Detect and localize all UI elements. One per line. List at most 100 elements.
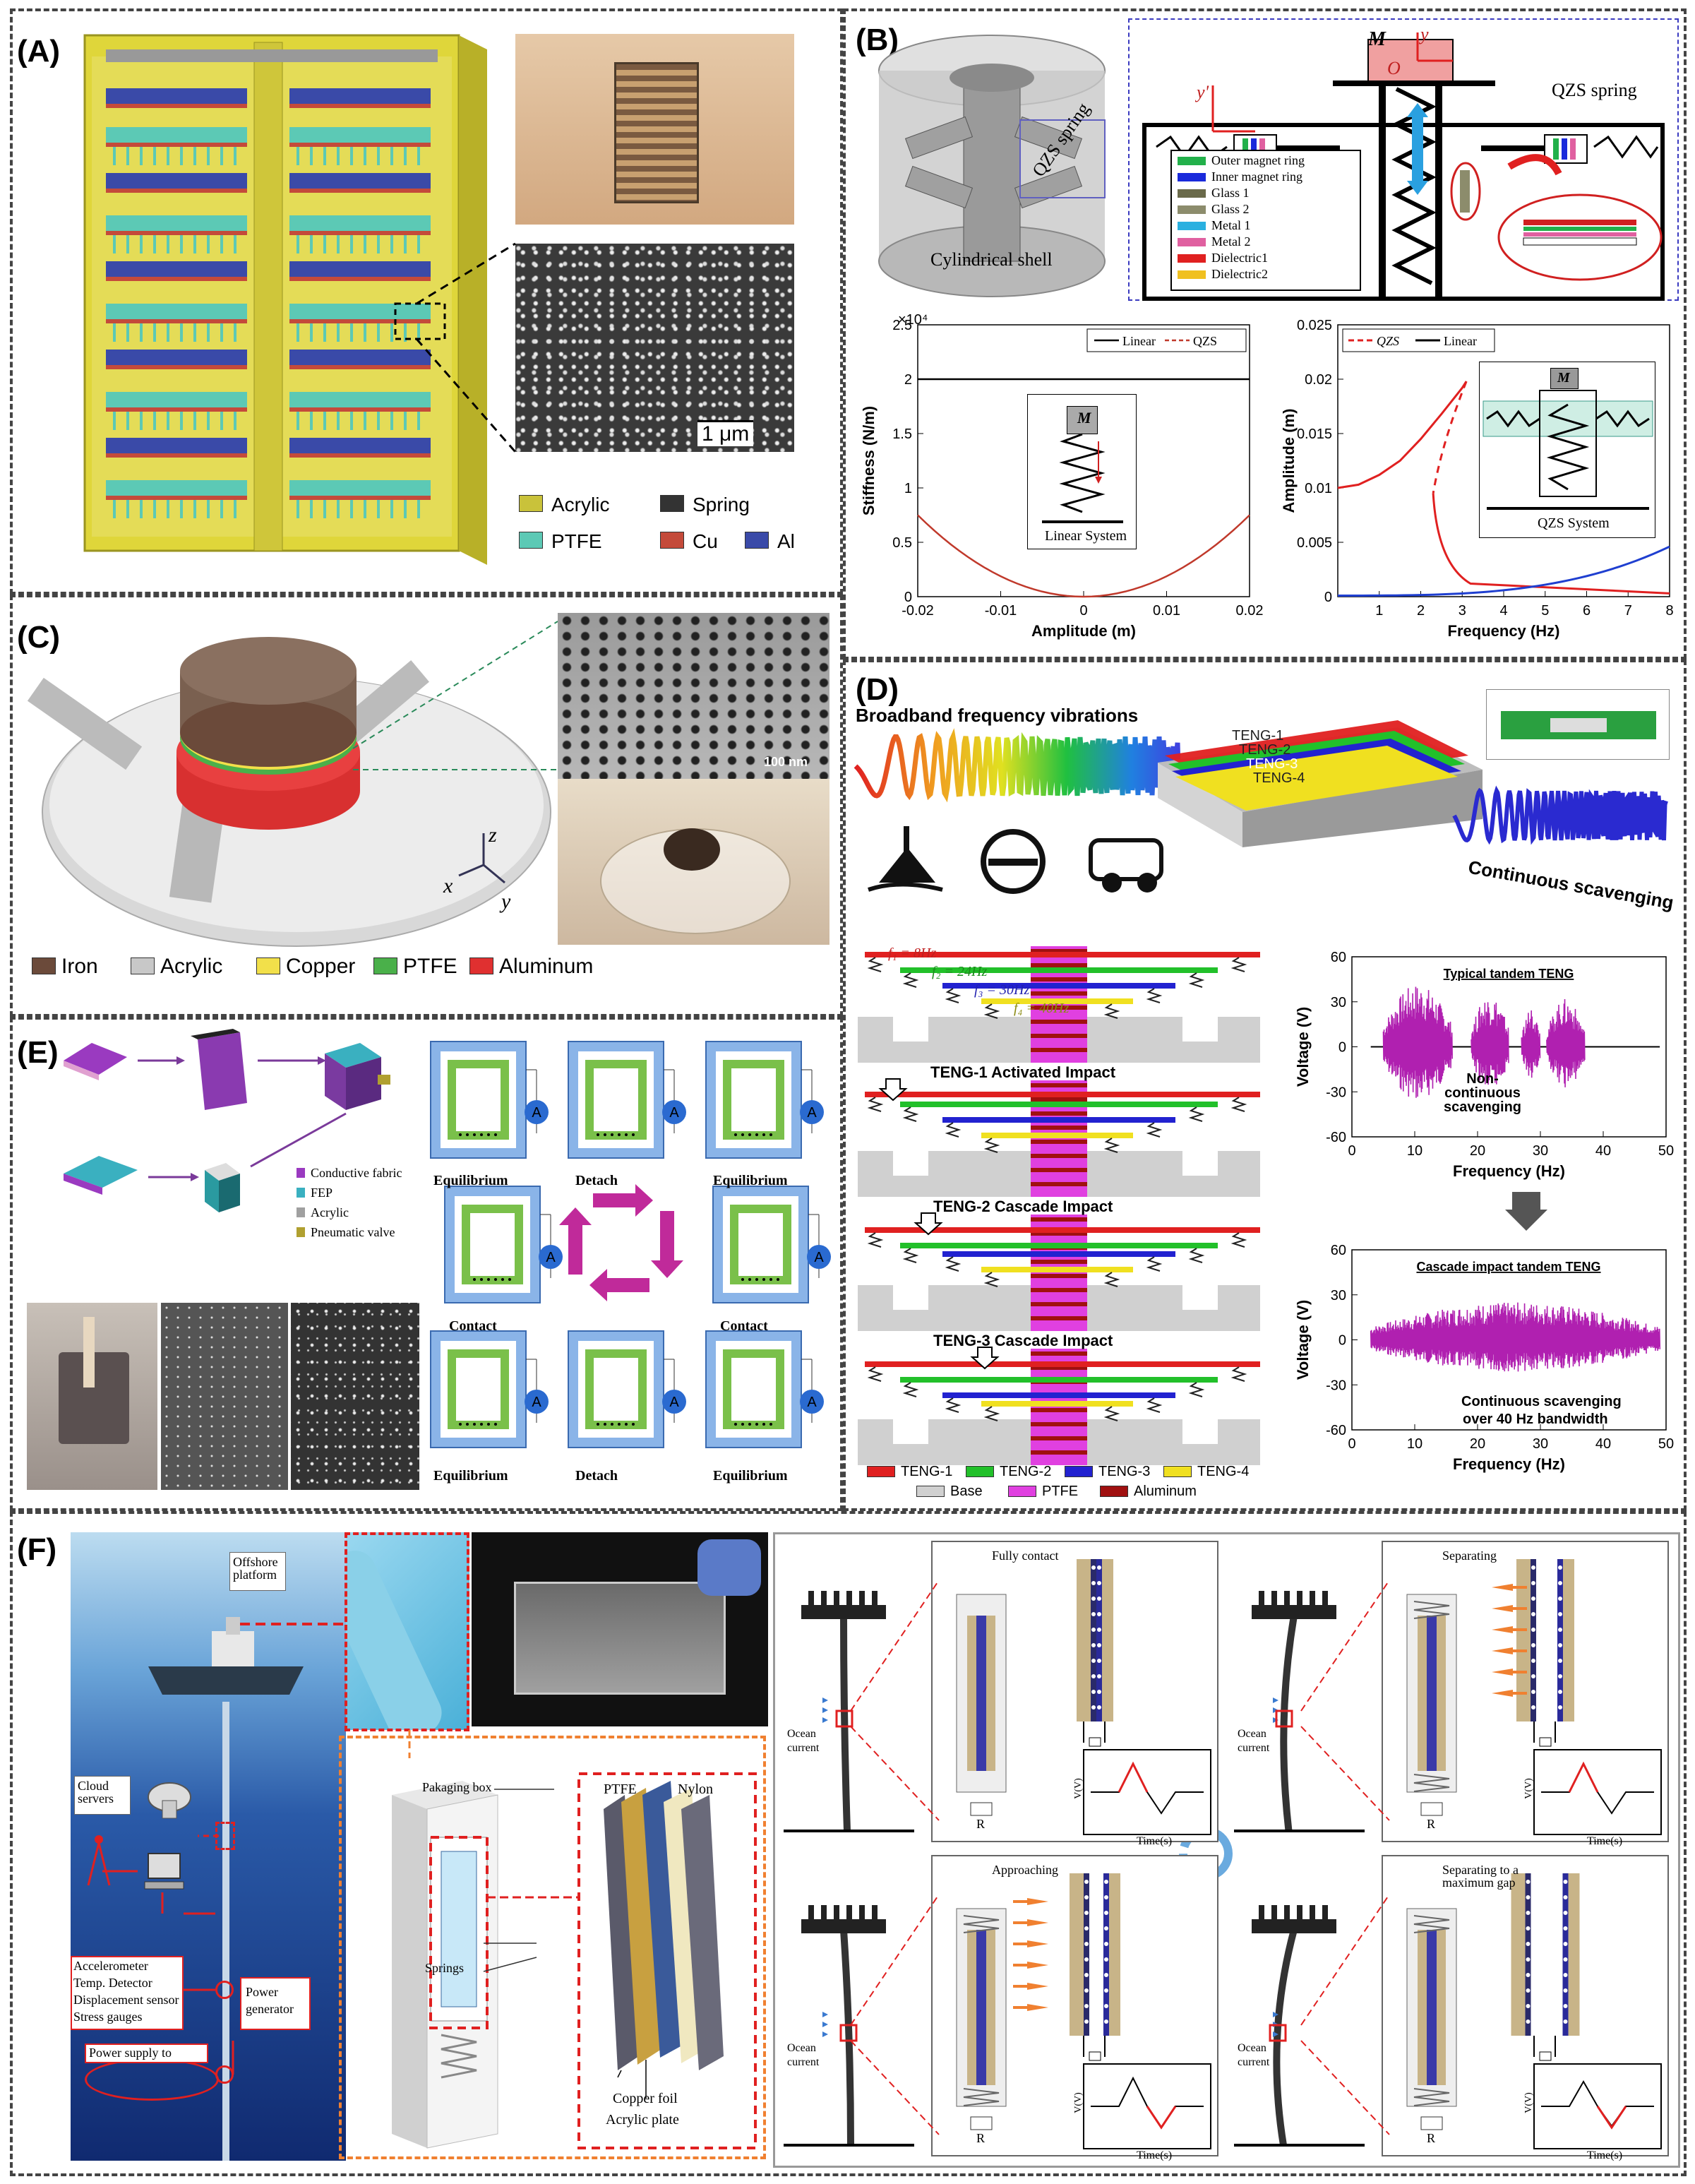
- panel-a-zoom-lines: [394, 242, 517, 453]
- x-tick-label: 0.01: [1153, 603, 1180, 619]
- b-legend-swatch-1: [1178, 173, 1206, 181]
- panel-e-state-4: Contact: [449, 1318, 497, 1334]
- panel-d-stack-device: [1158, 720, 1483, 847]
- x-tick-label: 20: [1470, 1436, 1485, 1452]
- panel-d-frame: [843, 660, 1687, 1511]
- b-legend-swatch-6: [1178, 254, 1206, 263]
- panel-a-label: (A): [17, 34, 61, 68]
- x-tick-label: 3: [1459, 603, 1466, 619]
- ammeter-label: A: [669, 1105, 679, 1121]
- panel-b-cylinder-illustration: [878, 35, 1106, 297]
- impact-arrow-icon: [914, 1212, 943, 1236]
- panel-f-acrylic-label: Acrylic plate: [606, 2112, 679, 2128]
- legend-label-ptfe-c: PTFE: [403, 955, 457, 978]
- x-axis-label: Amplitude (m): [1031, 622, 1136, 640]
- panel-d-banner: Broadband frequency vibrations: [856, 705, 1139, 726]
- panel-e-legend: Conductive fabric FEP Acrylic Pneumatic …: [297, 1165, 431, 1257]
- legend-swatch-iron: [32, 957, 56, 974]
- amp-inset-mass-label: M: [1557, 370, 1570, 386]
- panel-f-sensor-1: Accelerometer: [73, 1959, 148, 1973]
- x-tick-label: 4: [1499, 603, 1507, 619]
- voltage-burst-2: [1521, 1010, 1541, 1078]
- legend-label-cu: Cu: [693, 530, 718, 552]
- b-legend-swatch-4: [1178, 222, 1206, 230]
- ammeter-icon: [800, 1100, 824, 1124]
- x-tick-label: 0: [1348, 1143, 1355, 1159]
- x-tick-label: 7: [1624, 603, 1632, 619]
- inset-spring-icon: [1059, 433, 1106, 513]
- b-legend-swatch-3: [1178, 205, 1206, 214]
- panel-c-sem-image: 100 nm: [558, 613, 829, 779]
- amp-inset-springs-icon: [1483, 390, 1653, 497]
- panel-c-device-illustration: [27, 621, 558, 947]
- pipe-closeup-outline: [345, 1532, 469, 1731]
- legend-label-acrylic-e: Acrylic: [311, 1205, 349, 1219]
- panel-b-shell-label: Cylindrical shell: [930, 249, 1053, 270]
- panel-d-sources-icons: [868, 826, 1163, 894]
- x-axis-label: Frequency (Hz): [1453, 1162, 1565, 1180]
- riser-icon: [1273, 1928, 1298, 2146]
- voltage-burst-3: [1546, 998, 1586, 1087]
- panel-a-sem-image: 1 μm: [515, 244, 794, 452]
- vt-active-segment: [1596, 2106, 1627, 2130]
- panel-f-springs-label: Springs: [425, 1961, 465, 1975]
- legend-label-base: Base: [950, 1484, 983, 1499]
- series-line-qzs-upper: [1337, 381, 1468, 489]
- panel-d-stack-label-1: TENG-1: [1232, 728, 1284, 744]
- panel-f-power-supply: Power supply to: [89, 2046, 172, 2060]
- x-tick-label: 0: [1348, 1436, 1355, 1452]
- vt-active-segment: [1118, 1761, 1149, 1793]
- vt-x-label: Time(s): [1137, 1835, 1173, 1847]
- ammeter-label: A: [807, 1105, 817, 1121]
- ammeter-icon: [525, 1390, 549, 1414]
- b-legend-label-2: Glass 1: [1211, 186, 1250, 200]
- panel-f-packaging-box: [339, 1736, 766, 2159]
- y-tick-label: 0.02: [1305, 372, 1332, 388]
- panel-d-freq-4: f₄ = 40Hz: [1014, 1001, 1070, 1016]
- cascade-stage-1: [858, 946, 1260, 1063]
- panel-b-axis-y: y: [1420, 24, 1429, 44]
- riser-icon: [840, 1615, 851, 1832]
- panel-d-step-3: TENG-3 Cascade Impact: [933, 1332, 1113, 1349]
- legend-swatch-acrylic: [519, 495, 543, 512]
- panel-d-device-photo: [1486, 689, 1670, 760]
- panel-d-cascade-schematic: [858, 946, 1260, 1465]
- platform-ship-icon: [148, 1617, 304, 1695]
- vt-y-label: V(V): [1072, 2092, 1084, 2113]
- cycle-state-4: A: [444, 1186, 563, 1303]
- series-line-linear: [1337, 545, 1670, 597]
- panel-f-ocean-scene: [71, 1532, 346, 2161]
- b-legend-label-4: Metal 1: [1211, 218, 1251, 232]
- legend-label-acrylic: Acrylic: [551, 494, 610, 515]
- x-tick-label: 40: [1595, 1436, 1611, 1452]
- panel-e-state-1: Equilibrium: [433, 1173, 508, 1188]
- ammeter-icon: [525, 1100, 549, 1124]
- legend-swatch-ptfe-c: [373, 957, 397, 974]
- y-tick-label: 0: [904, 590, 912, 605]
- typical-annotation: Non-continuous scavenging: [1443, 1071, 1522, 1115]
- legend-label-al: Al: [777, 530, 795, 552]
- voltage-burst-0: [1370, 1302, 1661, 1372]
- x-tick-label: 50: [1658, 1143, 1674, 1159]
- sensor-list-box: [71, 1956, 184, 2030]
- x-tick-label: 30: [1533, 1143, 1548, 1159]
- ammeter-icon: [539, 1245, 563, 1269]
- panel-b-origin-label: O: [1387, 58, 1401, 78]
- legend-swatch-teng1: [867, 1466, 895, 1477]
- y-tick-label: 0: [1338, 1333, 1346, 1349]
- b-legend-label-7: Dielectric2: [1211, 267, 1268, 281]
- legend-swatch-ptfe: [519, 532, 543, 549]
- panel-f-connectors: [240, 1623, 411, 1758]
- panel-f-stage-frame: [773, 1532, 1680, 2168]
- x-axis-label: Frequency (Hz): [1448, 622, 1560, 640]
- panel-e-state-2: Detach: [575, 1173, 618, 1188]
